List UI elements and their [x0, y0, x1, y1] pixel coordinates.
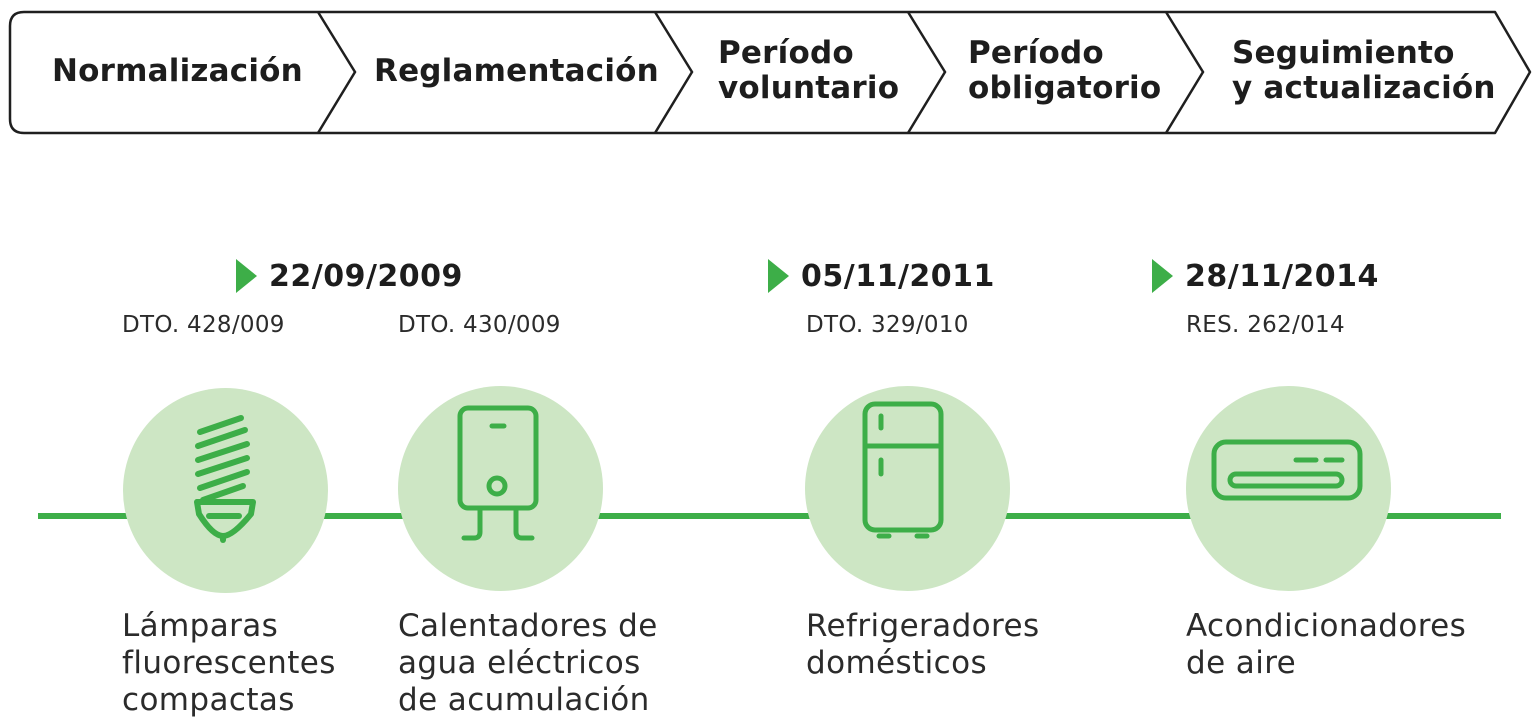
timeline-date-3: 28/11/2014 [1152, 256, 1379, 296]
refrigerator-circle [805, 386, 1010, 591]
water-heater-circle [398, 386, 603, 591]
step-normalizacion: Normalización [52, 53, 303, 89]
date-label: 28/11/2014 [1185, 258, 1379, 294]
timeline-date-1: 22/09/2009 [236, 256, 463, 296]
date-label: 22/09/2009 [269, 258, 463, 294]
appliance-label: Lámparas fluorescentes compactas [122, 608, 336, 718]
appliance-label: Refrigeradores domésticos [806, 608, 1040, 681]
appliance-label: Acondicionadores de aire [1186, 608, 1467, 681]
timeline-line [38, 513, 1501, 519]
cfl-bulb-circle [123, 388, 328, 593]
play-arrow-icon [1152, 259, 1173, 293]
air-conditioner-icon [1211, 439, 1363, 501]
step-periodo-voluntario: Período voluntario [718, 35, 900, 106]
timeline-date-2: 05/11/2011 [768, 256, 995, 296]
chevron-separator-4 [1164, 11, 1205, 134]
appliance-label: Calentadores de agua eléctricos de acumu… [398, 608, 658, 718]
decree-label: RES. 262/014 [1186, 312, 1345, 338]
cfl-bulb-icon [194, 415, 256, 543]
process-bar-outline [8, 10, 1532, 135]
air-conditioner-circle [1186, 386, 1391, 591]
step-reglamentacion: Reglamentación [374, 53, 659, 89]
process-chevrons-graphic [8, 10, 1532, 135]
chevron-separator-3 [906, 11, 947, 134]
play-arrow-icon [236, 259, 257, 293]
chevron-separator-2 [653, 11, 694, 134]
decree-label: DTO. 428/009 [122, 312, 285, 338]
play-arrow-icon [768, 259, 789, 293]
step-periodo-obligatorio: Período obligatorio [968, 35, 1162, 106]
refrigerator-icon [862, 401, 944, 539]
date-label: 05/11/2011 [801, 258, 995, 294]
decree-label: DTO. 329/010 [806, 312, 969, 338]
decree-label: DTO. 430/009 [398, 312, 561, 338]
water-heater-icon [457, 405, 539, 541]
step-seguimiento: Seguimiento y actualización [1232, 35, 1496, 106]
chevron-separator-1 [316, 11, 357, 134]
